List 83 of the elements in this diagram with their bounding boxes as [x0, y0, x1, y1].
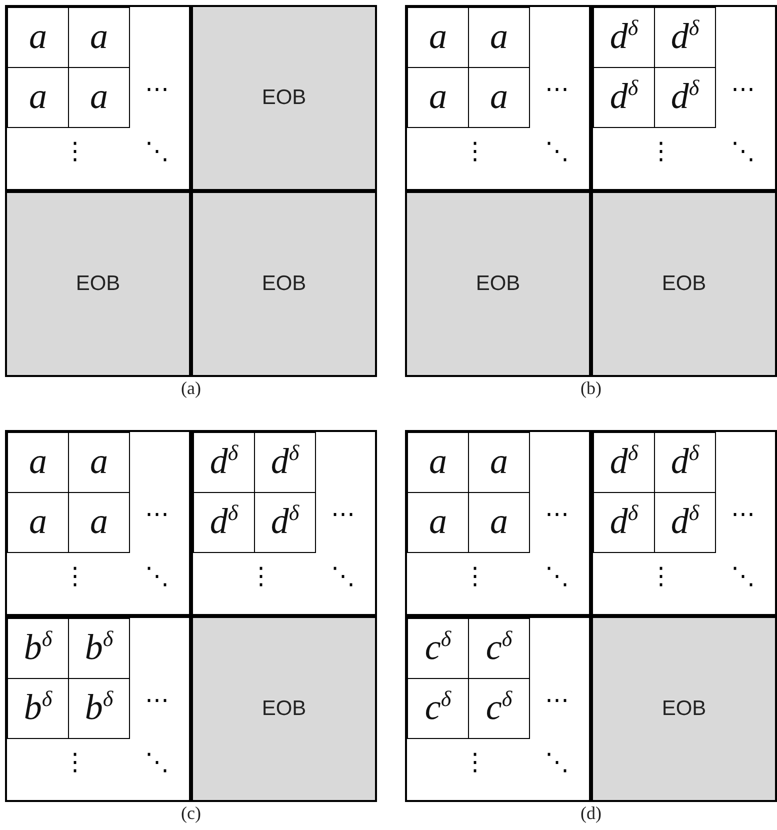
matrix-entry: d$^{δ}$	[593, 492, 655, 553]
panel-caption: (d)	[580, 802, 602, 824]
horizontal-ellipsis: ⋯	[731, 500, 755, 528]
matrix-entry: a	[407, 7, 469, 68]
block-label: EOB	[76, 271, 120, 297]
vertical-ellipsis: ⋮	[63, 562, 87, 590]
vertical-ellipsis: ⋮	[649, 137, 673, 165]
matrix-entry: a	[407, 432, 469, 493]
diagonal-ellipsis: ⋱	[145, 562, 169, 590]
shaded-block	[191, 191, 377, 377]
matrix-entry: a	[7, 7, 69, 68]
horizontal-ellipsis: ⋯	[145, 500, 169, 528]
matrix-entry: a	[7, 67, 69, 128]
matrix-entry: d$^{δ}$	[654, 7, 716, 68]
vertical-ellipsis: ⋮	[463, 748, 487, 776]
block-label: EOB	[262, 85, 306, 111]
matrix-entry: d$^{δ}$	[193, 492, 255, 553]
block-label: EOB	[262, 696, 306, 722]
horizontal-ellipsis: ⋯	[145, 75, 169, 103]
horizontal-ellipsis: ⋯	[731, 75, 755, 103]
matrix-entry: b$^{δ}$	[7, 678, 69, 739]
matrix-entry: a	[68, 7, 130, 68]
matrix-entry: a	[407, 492, 469, 553]
vertical-ellipsis: ⋮	[63, 748, 87, 776]
diagonal-ellipsis: ⋱	[545, 562, 569, 590]
block-label: EOB	[662, 696, 706, 722]
horizontal-ellipsis: ⋯	[545, 686, 569, 714]
matrix-entry: a	[68, 432, 130, 493]
matrix-block	[5, 430, 191, 616]
matrix-entry: d$^{δ}$	[654, 432, 716, 493]
matrix-entry: c$^{δ}$	[407, 618, 469, 679]
horizontal-ellipsis: ⋯	[545, 500, 569, 528]
vertical-ellipsis: ⋮	[63, 137, 87, 165]
shaded-block	[591, 191, 777, 377]
vertical-ellipsis: ⋮	[649, 562, 673, 590]
matrix-entry: d$^{δ}$	[654, 492, 716, 553]
matrix-entry: c$^{δ}$	[468, 618, 530, 679]
matrix-entry: d$^{δ}$	[254, 432, 316, 493]
panel-caption: (c)	[181, 802, 201, 824]
block-label: EOB	[476, 271, 520, 297]
shaded-block	[191, 5, 377, 191]
matrix-entry: d$^{δ}$	[593, 432, 655, 493]
matrix-entry: d$^{δ}$	[593, 67, 655, 128]
matrix-entry: a	[468, 492, 530, 553]
horizontal-ellipsis: ⋯	[145, 686, 169, 714]
diagonal-ellipsis: ⋱	[545, 748, 569, 776]
panel-caption: (a)	[181, 377, 201, 399]
horizontal-ellipsis: ⋯	[545, 75, 569, 103]
shaded-block	[5, 191, 191, 377]
matrix-entry: b$^{δ}$	[7, 618, 69, 679]
matrix-entry: a	[68, 67, 130, 128]
block-label: EOB	[662, 271, 706, 297]
shaded-block	[191, 616, 377, 802]
matrix-entry: b$^{δ}$	[68, 618, 130, 679]
matrix-entry: a	[468, 67, 530, 128]
diagonal-ellipsis: ⋱	[545, 137, 569, 165]
vertical-ellipsis: ⋮	[463, 562, 487, 590]
matrix-entry: d$^{δ}$	[654, 67, 716, 128]
diagonal-ellipsis: ⋱	[331, 562, 355, 590]
matrix-block	[405, 430, 591, 616]
diagonal-ellipsis: ⋱	[145, 137, 169, 165]
matrix-entry: c$^{δ}$	[468, 678, 530, 739]
matrix-entry: d$^{δ}$	[193, 432, 255, 493]
vertical-ellipsis: ⋮	[463, 137, 487, 165]
matrix-entry: a	[468, 7, 530, 68]
matrix-entry: a	[7, 492, 69, 553]
matrix-entry: d$^{δ}$	[254, 492, 316, 553]
matrix-entry: a	[407, 67, 469, 128]
panel-caption: (b)	[580, 377, 602, 399]
shaded-block	[591, 616, 777, 802]
shaded-block	[405, 191, 591, 377]
diagonal-ellipsis: ⋱	[731, 562, 755, 590]
matrix-entry: a	[7, 432, 69, 493]
vertical-ellipsis: ⋮	[249, 562, 273, 590]
matrix-entry: d$^{δ}$	[593, 7, 655, 68]
diagonal-ellipsis: ⋱	[731, 137, 755, 165]
diagonal-ellipsis: ⋱	[145, 748, 169, 776]
matrix-entry: b$^{δ}$	[68, 678, 130, 739]
matrix-entry: a	[68, 492, 130, 553]
block-label: EOB	[262, 271, 306, 297]
matrix-entry: a	[468, 432, 530, 493]
horizontal-ellipsis: ⋯	[331, 500, 355, 528]
matrix-entry: c$^{δ}$	[407, 678, 469, 739]
